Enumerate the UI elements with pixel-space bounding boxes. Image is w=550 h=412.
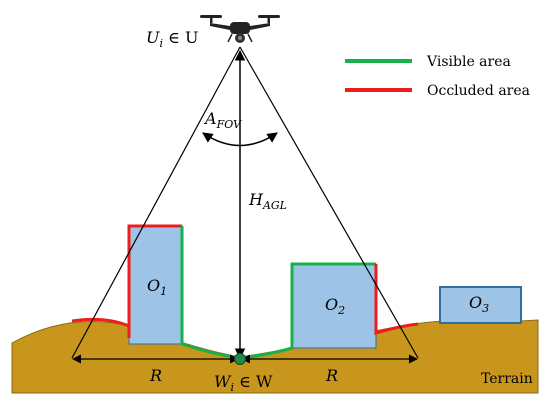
obstacle-1-label: O1 — [147, 276, 167, 298]
height-label: HAGL — [248, 190, 287, 212]
obstacle-2-label: O2 — [325, 295, 345, 317]
waypoint-dot — [234, 353, 246, 365]
fov-lines — [71, 46, 419, 359]
legend-occluded-label: Occluded area — [427, 83, 530, 99]
obstacle-3-label: O3 — [469, 293, 489, 315]
terrain-label: Terrain — [481, 371, 533, 387]
obstacle-1 — [128, 225, 183, 345]
legend-visible-label: Visible area — [426, 54, 511, 70]
occluded-segment-o1 — [127, 224, 182, 338]
occluded-segment-left-terrain — [71, 317, 130, 328]
radius-left-label: R — [149, 366, 162, 385]
occluded-segment-o2 — [374, 264, 419, 335]
terrain-body — [11, 319, 539, 394]
visible-segment-o1 — [180, 226, 241, 360]
legend: Visible area Occluded area — [345, 54, 530, 99]
waypoint-label: Wi ∈ W — [214, 372, 273, 394]
drone-icon — [200, 15, 280, 43]
radius-right-label: R — [325, 366, 338, 385]
fov-arc — [202, 132, 278, 147]
uav-label: Ui ∈ U — [146, 28, 199, 50]
fov-label: AFOV — [203, 109, 242, 131]
obstacle-3 — [439, 286, 522, 324]
